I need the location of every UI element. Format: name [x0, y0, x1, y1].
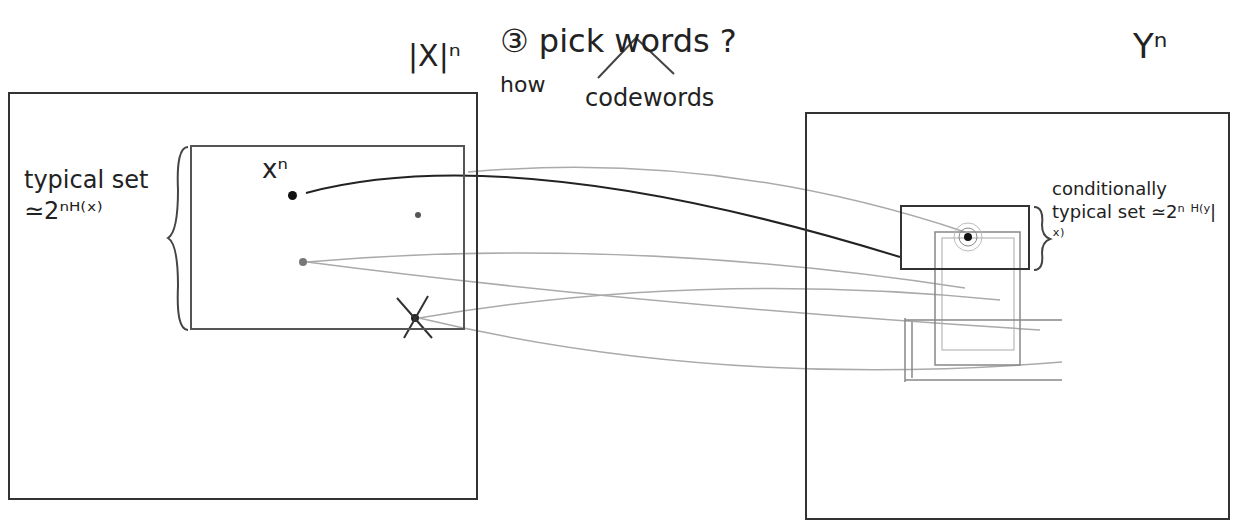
- brace: [1034, 207, 1050, 270]
- set-box: typical set ≃2ⁿᴴ⁽ˣ⁾xⁿ: [190, 145, 465, 330]
- set-label: Yⁿ: [1133, 24, 1167, 68]
- set-label: typical set ≃2ⁿᴴ⁽ˣ⁾: [24, 165, 164, 227]
- set-label: conditionally typical set ≃2ⁿ ᴴ⁽ʸ|ˣ⁾: [1052, 177, 1224, 247]
- brace: [168, 147, 188, 330]
- note-text: how: [500, 72, 545, 98]
- mapping-line: [419, 288, 1000, 318]
- set-box: Yⁿconditionally typical set ≃2ⁿ ᴴ⁽ʸ|ˣ⁾: [805, 112, 1230, 520]
- set-outline: [942, 238, 1014, 350]
- point-node: xⁿ: [262, 153, 306, 205]
- set-outline: [905, 318, 1062, 382]
- mapping-line: [419, 318, 1062, 370]
- set-outline: [935, 232, 1020, 365]
- ring: [954, 223, 982, 251]
- ring: [959, 228, 977, 246]
- set-box: conditionally typical set ≃2ⁿ ᴴ⁽ʸ|ˣ⁾: [900, 205, 1030, 270]
- note-text: codewords: [585, 84, 714, 113]
- point: [964, 233, 972, 241]
- set-label: xⁿ: [262, 153, 288, 187]
- set-label: |X|ⁿ: [408, 36, 461, 75]
- mapping-connector: [306, 176, 900, 257]
- point: [415, 212, 421, 218]
- point-dot: [288, 191, 297, 200]
- mapping-line: [307, 253, 965, 288]
- set-box: |X|ⁿtypical set ≃2ⁿᴴ⁽ˣ⁾xⁿ: [8, 92, 478, 500]
- point: [299, 258, 307, 266]
- note-text: ③ pick words ?: [500, 22, 737, 60]
- mapping-line: [468, 167, 965, 232]
